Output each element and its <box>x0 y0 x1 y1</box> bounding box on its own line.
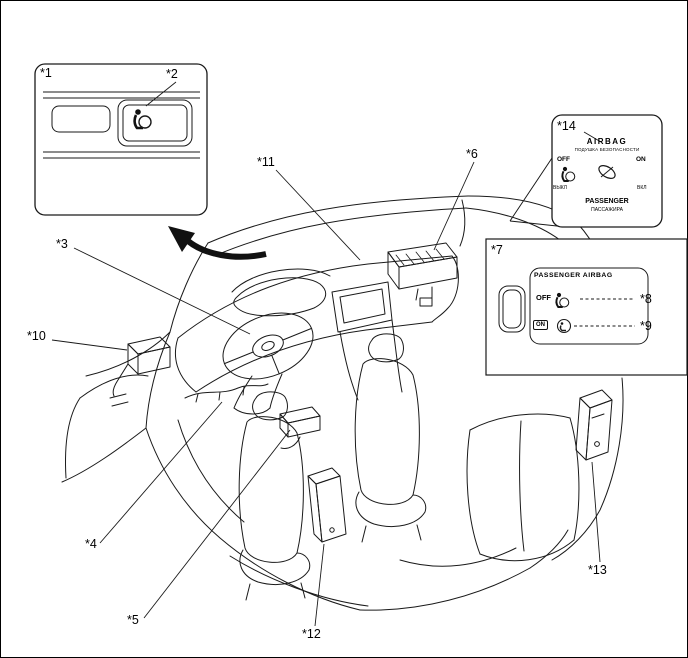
leader-10 <box>51 339 128 351</box>
indicator-on-label: ON <box>533 320 548 330</box>
switch-title: AIRBAG <box>586 137 628 146</box>
leader-6 <box>433 161 475 251</box>
key-slot-line <box>600 166 614 178</box>
inset-pointer <box>509 157 558 227</box>
key-slot-icon <box>598 165 616 179</box>
indicator-on-icon <box>556 318 572 334</box>
switch-off-label: OFF <box>557 156 570 163</box>
indicator-off-label: OFF <box>536 293 551 302</box>
inset-airbag-switch-frame <box>551 114 663 228</box>
seat-side-airbag-module <box>307 467 347 543</box>
dashboard <box>175 255 459 393</box>
leader-4 <box>99 401 223 544</box>
inset-indicator-frame <box>485 238 688 376</box>
switch-passenger-label: PASSENGER <box>585 198 629 205</box>
steering-wheel <box>222 312 314 380</box>
steering-spokes <box>223 327 313 375</box>
switch-on-label: ON <box>636 156 646 163</box>
leader-3 <box>73 247 251 335</box>
passenger-airbag-module <box>387 242 458 307</box>
indicator-title: PASSENGER AIRBAG <box>534 272 613 279</box>
switch-off-airbag-icon <box>561 166 576 182</box>
callout-1: *1 <box>40 66 52 80</box>
indicator-end-cap-inner <box>502 289 522 329</box>
callout-11: *11 <box>257 155 275 169</box>
car-interior-drawing <box>61 195 624 611</box>
leader-5 <box>143 429 291 619</box>
rear-side-airbag-module <box>575 389 613 461</box>
callout-5: *5 <box>127 613 139 627</box>
inset-instrument-panel <box>34 63 208 216</box>
callout-10: *10 <box>27 329 46 343</box>
indicator-off-airbag-icon <box>555 292 570 308</box>
indicator-end-cap-outer <box>498 285 526 333</box>
floor-wire-harness <box>184 383 269 403</box>
rear-seat <box>466 413 580 562</box>
inset-passenger-airbag-indicator <box>485 238 688 376</box>
callout-13: *13 <box>588 563 607 577</box>
leader-lines <box>51 81 601 627</box>
airbag-sensor-assembly <box>109 336 171 407</box>
callout-12: *12 <box>302 627 321 641</box>
callout-8: *8 <box>640 292 652 306</box>
callout-4: *4 <box>85 537 97 551</box>
inset-instrument-panel-frame <box>34 63 208 216</box>
callout-9: *9 <box>640 319 652 333</box>
switch-passenger-label-ru: ПАССАЖИРА <box>591 207 623 213</box>
switch-on-label-ru: ВКЛ <box>637 185 647 191</box>
indicator-panel <box>529 267 649 345</box>
leader-11 <box>275 169 361 261</box>
callout-6: *6 <box>466 147 478 161</box>
callout-3: *3 <box>56 237 68 251</box>
callout-14: *14 <box>557 119 576 133</box>
magnify-arrow <box>168 226 267 260</box>
leader-12 <box>314 543 325 627</box>
callout-2: *2 <box>166 67 178 81</box>
inset-airbag-switch <box>509 114 663 228</box>
toyota-emblem <box>261 341 275 351</box>
leader-13 <box>591 461 601 563</box>
car-body-lines <box>61 195 624 611</box>
leader-2 <box>145 81 177 107</box>
switch-off-label-ru: ВЫКЛ <box>553 185 567 191</box>
airbag-warning-icon <box>133 109 152 130</box>
switch-title-ru: ПОДУШКА БЕЗОПАСНОСТИ <box>574 147 640 152</box>
leader-14 <box>583 131 602 143</box>
callout-7: *7 <box>491 243 503 257</box>
